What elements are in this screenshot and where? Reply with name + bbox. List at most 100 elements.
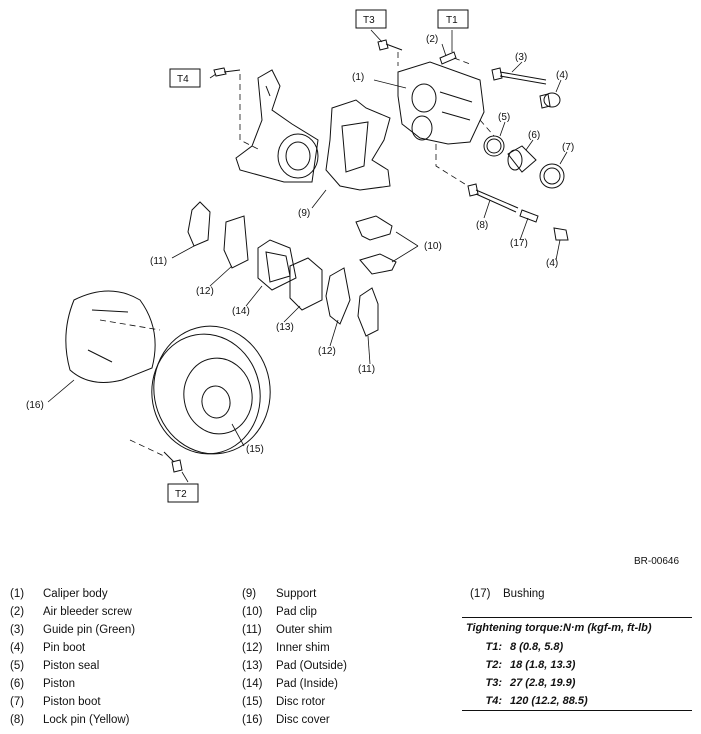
torque-key: T3: — [485, 677, 503, 689]
legend-item-number: (16) — [242, 714, 263, 726]
inner-shim-right — [325, 267, 351, 325]
caliper-body — [397, 61, 485, 145]
legend-item-name: Piston — [43, 678, 75, 690]
legend-item-number: (14) — [242, 678, 263, 690]
legend-item-number: (9) — [242, 588, 257, 600]
legend-item-name: Caliper body — [43, 588, 108, 600]
legend-item-name: Pad (Inside) — [276, 678, 339, 690]
support-bracket — [325, 99, 391, 191]
outer-shim-left — [187, 201, 211, 247]
torque-key: T2: — [485, 659, 503, 671]
pin-boot-lower — [553, 227, 569, 241]
legend-item-name: Inner shim — [276, 642, 330, 654]
legend-item-number: (3) — [10, 624, 25, 636]
outer-shim-right — [357, 287, 379, 337]
legend-item: (12) Inner shim — [242, 639, 347, 657]
legend-item-number: (5) — [10, 660, 25, 672]
callout-15: (15) — [246, 444, 264, 455]
svg-text:T4: T4 — [177, 74, 189, 85]
legend-item: (7) Piston boot — [10, 693, 135, 711]
pad-outside — [289, 257, 323, 311]
callout-12-left: (12) — [196, 286, 214, 297]
legend-item: (10)Pad clip — [242, 603, 347, 621]
torque-tag-t4: T4 — [169, 68, 201, 88]
legend-item-name: Lock pin (Yellow) — [43, 714, 130, 726]
disc-cover — [65, 290, 156, 383]
legend-item-number: (17) — [470, 588, 491, 600]
legend-item-name: Bushing — [503, 588, 545, 600]
callout-4-lower: (4) — [546, 258, 558, 269]
callout-6: (6) — [528, 130, 540, 141]
piston-seal — [483, 135, 505, 157]
svg-text:T1: T1 — [446, 15, 458, 26]
callout-5: (5) — [498, 112, 510, 123]
disc-rotor — [151, 325, 271, 455]
torque-row: T4:120 (12.2, 88.5) — [462, 692, 692, 710]
legend-item: (17) Bushing — [470, 585, 545, 603]
legend-item-name: Pad (Outside) — [276, 660, 347, 672]
callout-14: (14) — [232, 306, 250, 317]
legend-item: (8)Lock pin (Yellow) — [10, 711, 135, 729]
torque-value: 18 (1.8, 13.3) — [510, 659, 576, 671]
inner-shim-left — [223, 215, 249, 269]
callout-16: (16) — [26, 400, 44, 411]
legend-item: (6)Piston — [10, 675, 135, 693]
torque-title: Tightening torque:N·m (kgf-m, ft-lb) — [466, 622, 652, 634]
steering-knuckle — [235, 69, 319, 183]
legend-item-number: (10) — [242, 606, 263, 618]
legend-item: (15)Disc rotor — [242, 693, 347, 711]
legend-item-number: (13) — [242, 660, 263, 672]
legend-item-number: (15) — [242, 696, 263, 708]
legend-item-name: Pin boot — [43, 642, 86, 654]
legend-item-name: Piston boot — [43, 696, 101, 708]
legend-item: (14) Pad (Inside) — [242, 675, 347, 693]
legend-item: (3) Guide pin (Green) — [10, 621, 135, 639]
reference-code: BR-00646 — [634, 556, 680, 567]
torque-top-rule — [462, 617, 692, 618]
piston — [507, 145, 537, 173]
legend-item-name: Outer shim — [276, 624, 333, 636]
torque-rows: T1: 8 (0.8, 5.8) T2: 18 (1.8, 13.3) T3: 27 (2… — [462, 638, 692, 710]
legend-item-number: (12) — [242, 642, 263, 654]
callout-1: (1) — [352, 72, 364, 83]
legend-item-number: (7) — [10, 696, 25, 708]
legend-item: (11)Outer shim — [242, 621, 347, 639]
legend-item-name: Disc cover — [276, 714, 330, 726]
legend-item-name: Guide pin (Green) — [43, 624, 136, 636]
legend-item: (2) Air bleeder screw — [10, 603, 135, 621]
callout-3: (3) — [515, 52, 527, 63]
legend-item: (1)Caliper body — [10, 585, 135, 603]
callout-7: (7) — [562, 142, 574, 153]
piston-boot — [539, 163, 565, 189]
torque-row: T3: 27 (2.8, 19.9) — [462, 674, 692, 692]
legend-item: (13) Pad (Outside) — [242, 657, 347, 675]
pad-clips — [355, 215, 397, 275]
torque-value: 27 (2.8, 19.9) — [510, 677, 576, 689]
legend-column-1: (1)Caliper body (2) Air bleeder screw (3) Gu… — [10, 585, 135, 729]
torque-value: 8 (0.8, 5.8) — [510, 641, 564, 653]
callout-13: (13) — [276, 322, 294, 333]
legend-item-number: (2) — [10, 606, 25, 618]
lock-pin — [467, 183, 519, 213]
legend-item: (5) Piston seal — [10, 657, 135, 675]
callout-9: (9) — [298, 208, 310, 219]
legend-item-name: Piston seal — [43, 660, 100, 672]
legend-item-name: Support — [276, 588, 317, 600]
callout-11-right: (11) — [358, 364, 375, 375]
torque-row: T1: 8 (0.8, 5.8) — [462, 638, 692, 656]
legend-item-number: (4) — [10, 642, 25, 654]
callout-4-upper: (4) — [556, 70, 568, 81]
t4-bolt — [213, 67, 241, 77]
guide-pin — [491, 67, 547, 85]
svg-text:T3: T3 — [363, 15, 375, 26]
torque-key: T1: — [485, 641, 503, 653]
pin-boot-upper — [539, 92, 561, 109]
legend-item-name: Air bleeder screw — [43, 606, 132, 618]
legend-item: (16) Disc cover — [242, 711, 347, 729]
callout-11-left: (11) — [150, 256, 167, 267]
air-bleeder-screw — [439, 51, 457, 65]
legend-item: (9) Support — [242, 585, 347, 603]
svg-text:T2: T2 — [175, 489, 187, 500]
t3-bolt — [377, 39, 403, 51]
callout-2: (2) — [426, 34, 438, 45]
